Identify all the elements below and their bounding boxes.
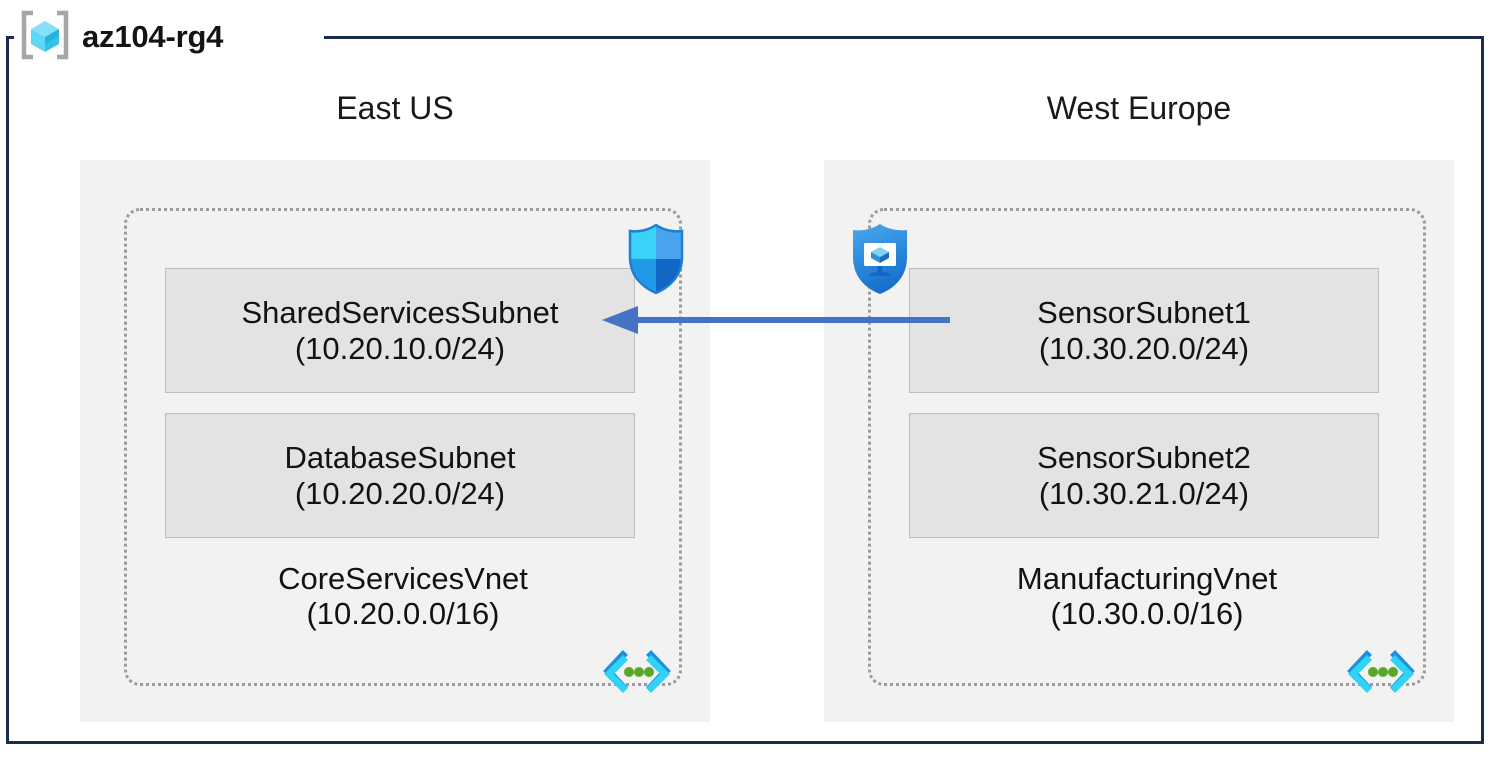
vnet-caption: ManufacturingVnet (10.30.0.0/16) bbox=[871, 561, 1423, 632]
virtual-network-icon bbox=[601, 647, 673, 695]
subnet-cidr: (10.20.10.0/24) bbox=[294, 330, 506, 366]
subnet-cidr: (10.20.20.0/24) bbox=[294, 475, 506, 511]
vnet-manufacturing[interactable]: SensorSubnet1 (10.30.20.0/24) bbox=[853, 208, 1426, 693]
subnet-name: SharedServicesSubnet bbox=[241, 295, 559, 331]
vnet-peering-arrow bbox=[600, 296, 950, 344]
vnet-name: ManufacturingVnet bbox=[1016, 561, 1278, 596]
subnet-name: SensorSubnet1 bbox=[1037, 295, 1251, 331]
subnet-sensor-2[interactable]: SensorSubnet2 (10.30.21.0/24) bbox=[909, 413, 1379, 538]
subnet-sensor-1[interactable]: SensorSubnet1 (10.30.20.0/24) bbox=[909, 268, 1379, 393]
azure-resource-group-icon bbox=[18, 8, 72, 67]
subnet-name: DatabaseSubnet bbox=[284, 440, 516, 476]
region-label-east-us: East US bbox=[336, 90, 454, 126]
application-security-group-shield-icon bbox=[847, 221, 913, 297]
subnet-name: SensorSubnet2 bbox=[1037, 440, 1251, 476]
subnet-cidr: (10.30.20.0/24) bbox=[1038, 330, 1250, 366]
vnet-cidr: (10.20.0.0/16) bbox=[306, 596, 500, 632]
subnet-shared-services[interactable]: SharedServicesSubnet (10.20.10.0/24) bbox=[165, 268, 635, 393]
region-label-west-europe: West Europe bbox=[1046, 90, 1232, 126]
virtual-network-icon bbox=[1345, 647, 1417, 695]
vnet-cidr: (10.30.0.0/16) bbox=[1050, 596, 1244, 632]
resource-group-name: az104-rg4 bbox=[82, 19, 224, 54]
subnet-database[interactable]: DatabaseSubnet (10.20.20.0/24) bbox=[165, 413, 635, 538]
region-container-east-us: SharedServicesSubnet (10.20.10.0/24) bbox=[80, 160, 710, 722]
resource-group-frame bbox=[6, 36, 1484, 744]
vnet-name: CoreServicesVnet bbox=[278, 561, 528, 596]
network-security-group-shield-icon bbox=[625, 223, 687, 295]
vnet-core-services[interactable]: SharedServicesSubnet (10.20.10.0/24) bbox=[124, 208, 684, 693]
subnet-cidr: (10.30.21.0/24) bbox=[1038, 475, 1250, 511]
region-container-west-europe: SensorSubnet1 (10.30.20.0/24) bbox=[824, 160, 1454, 722]
vnet-caption: CoreServicesVnet (10.20.0.0/16) bbox=[127, 561, 679, 632]
resource-group-title: az104-rg4 bbox=[18, 8, 234, 67]
